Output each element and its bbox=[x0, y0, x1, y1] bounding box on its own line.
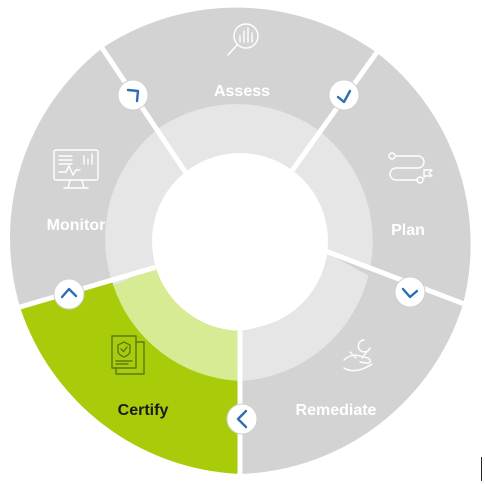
magnifier-chart-icon bbox=[227, 23, 259, 56]
stage-label-remediate: Remediate bbox=[296, 402, 377, 419]
text-cursor bbox=[481, 457, 482, 481]
certificate-scroll-icon bbox=[111, 335, 145, 375]
stage-label-certify: Certify bbox=[118, 402, 169, 419]
route-path-icon bbox=[388, 152, 433, 184]
chevron-certify-monitor[interactable] bbox=[53, 278, 85, 310]
segment-assess bbox=[102, 7, 377, 176]
center-hole bbox=[152, 153, 328, 329]
chevron-assess-plan[interactable] bbox=[328, 79, 360, 111]
chevron-monitor-assess[interactable] bbox=[117, 79, 149, 111]
stage-label-assess: Assess bbox=[214, 83, 270, 100]
stage-label-monitor: Monitor bbox=[47, 217, 106, 234]
segment-certify bbox=[20, 267, 240, 474]
monitor-dashboard-icon bbox=[53, 149, 99, 189]
segment-dividers bbox=[19, 46, 465, 474]
wrench-hand-icon bbox=[343, 339, 373, 372]
chevron-remediate-certify[interactable] bbox=[226, 403, 258, 435]
chevron-plan-remediate[interactable] bbox=[394, 276, 426, 308]
stage-label-plan: Plan bbox=[391, 222, 425, 239]
